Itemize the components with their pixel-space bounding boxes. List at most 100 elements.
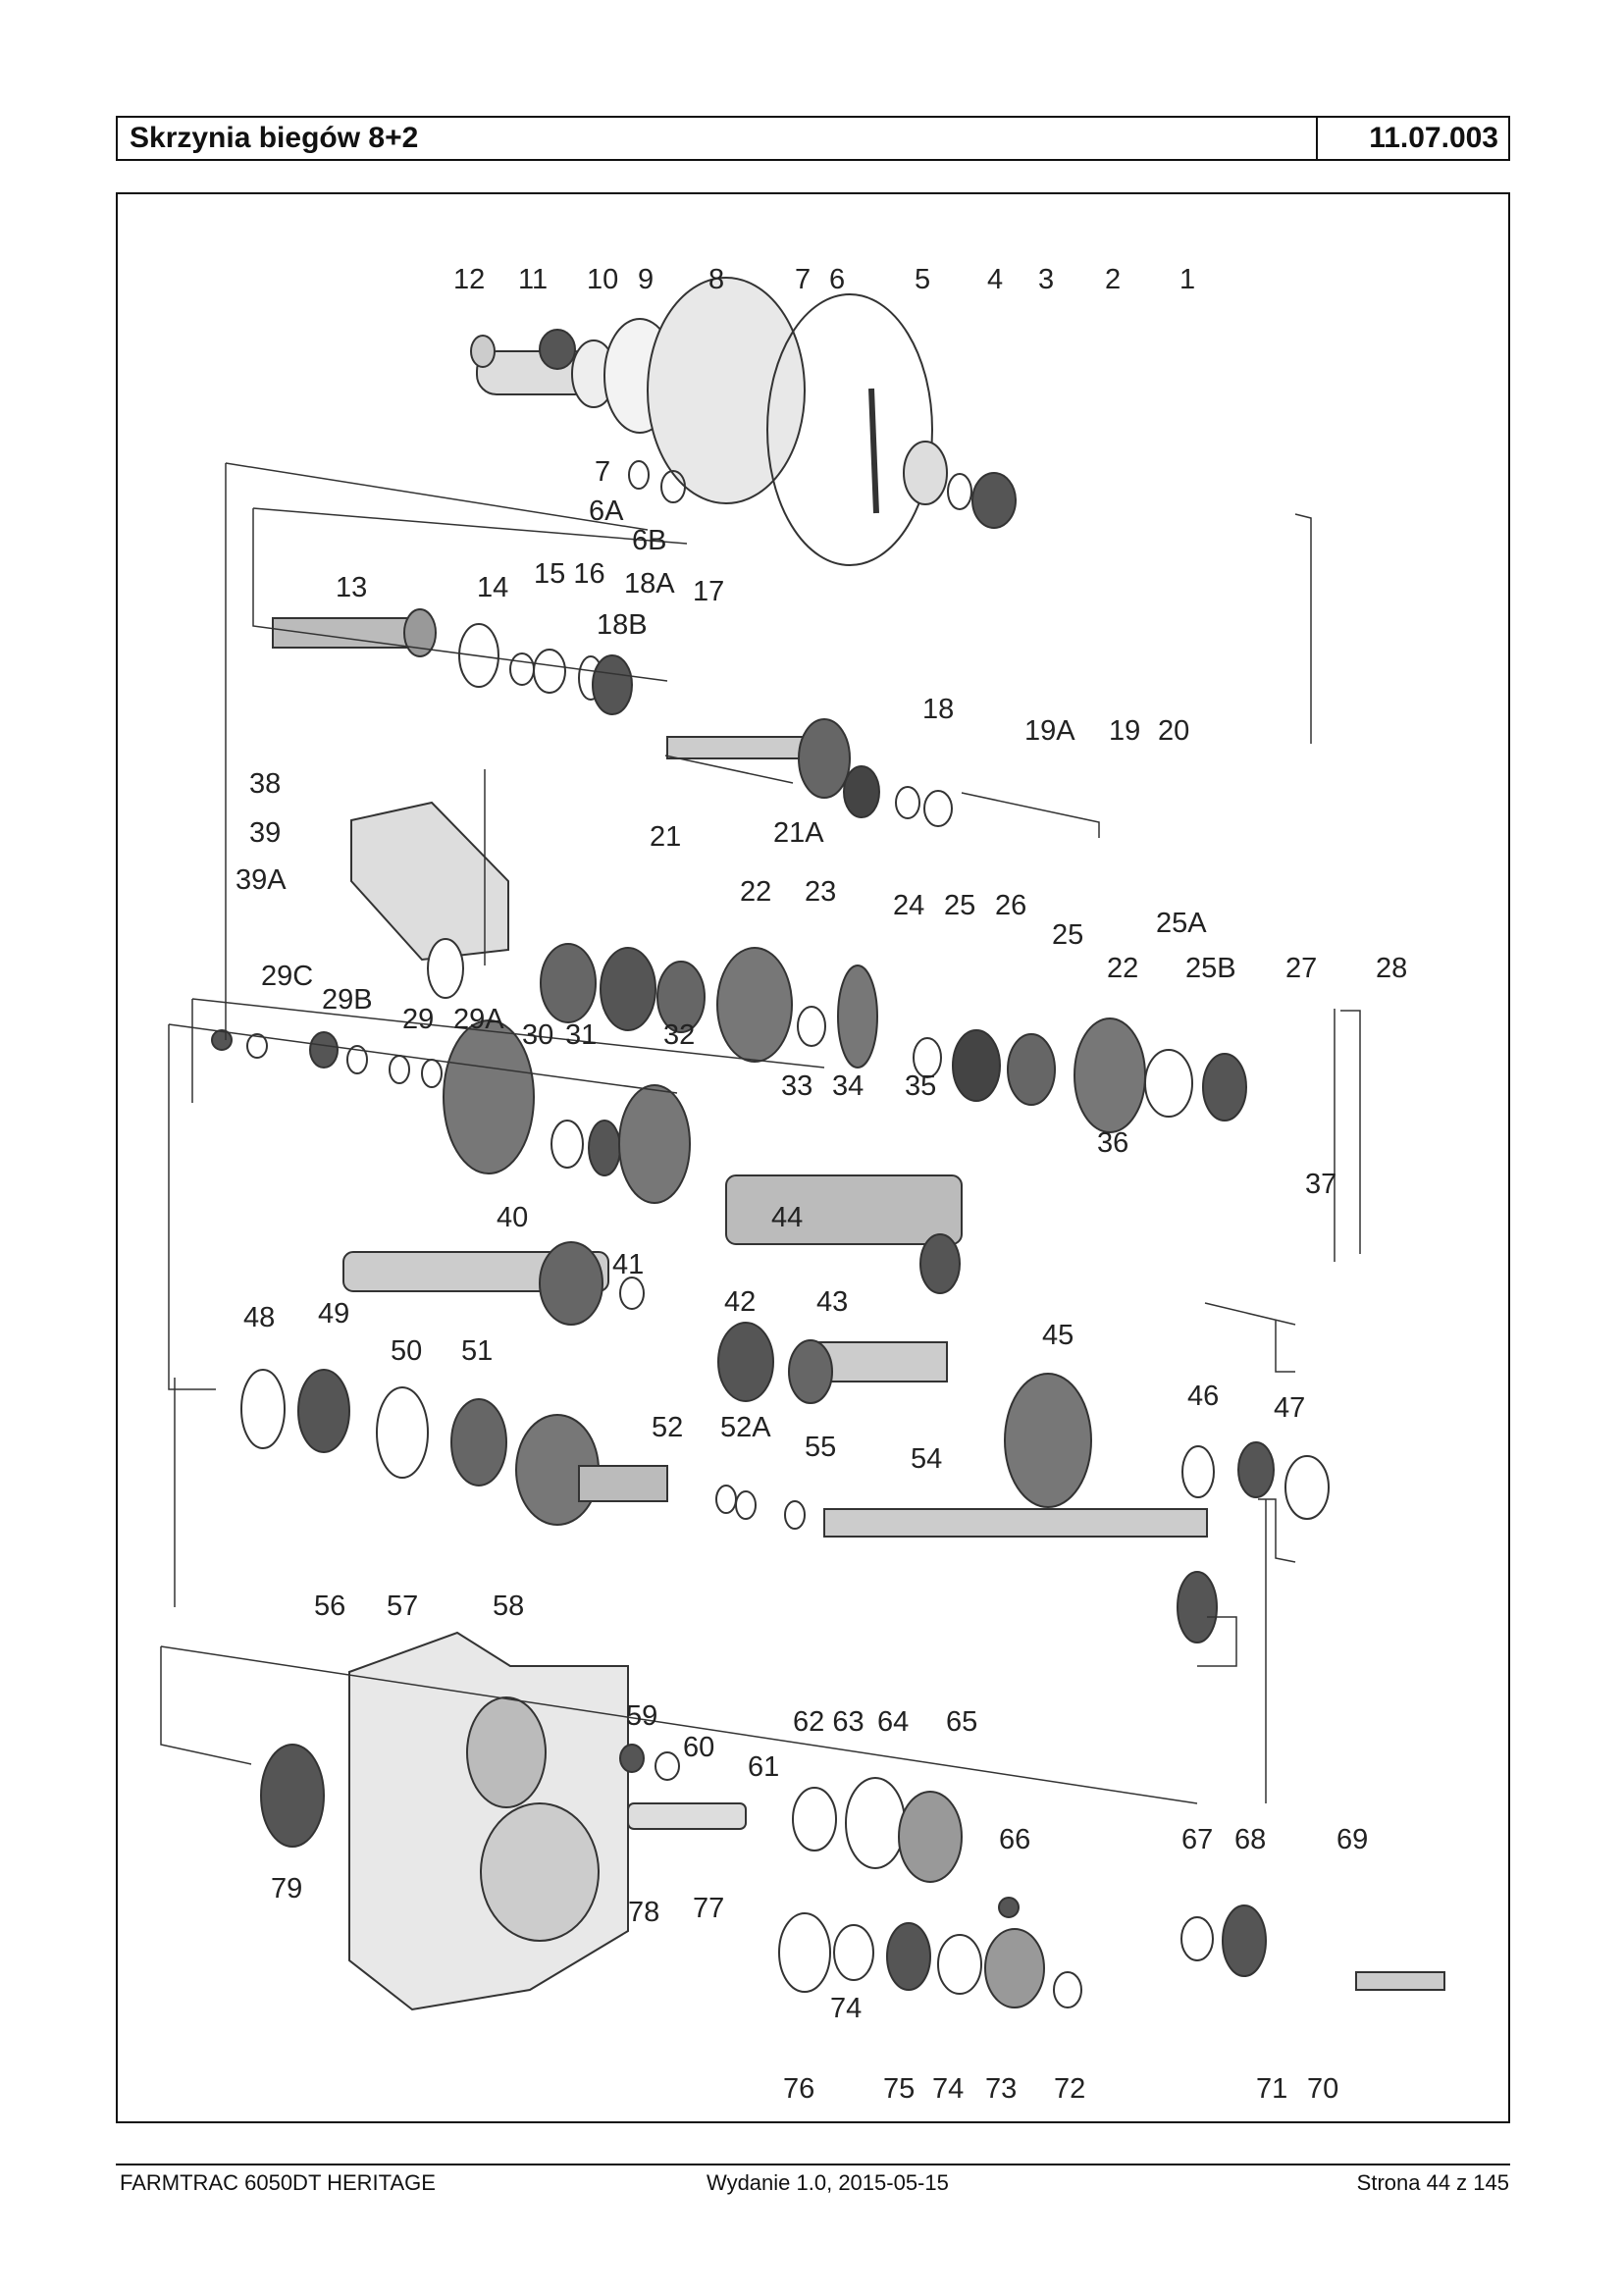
callout-74: 74: [932, 2073, 964, 2105]
section-code: 11.07.003: [1316, 118, 1508, 159]
callout-54: 54: [911, 1443, 942, 1475]
callout-57: 57: [387, 1591, 418, 1622]
callout-7: 7: [795, 264, 811, 295]
callout-78: 78: [628, 1897, 659, 1928]
callout-6: 6: [829, 264, 845, 295]
callout-4: 4: [987, 264, 1003, 295]
callout-44: 44: [771, 1202, 803, 1233]
callout-37: 37: [1305, 1169, 1336, 1200]
callout-1: 1: [1179, 264, 1195, 295]
callout-28: 28: [1376, 953, 1407, 984]
callout-18A: 18A: [624, 568, 675, 600]
callout-33: 33: [781, 1070, 812, 1102]
callout-29A: 29A: [453, 1004, 504, 1035]
callout-31: 31: [565, 1019, 597, 1051]
callout-14: 14: [477, 572, 508, 603]
callout-29B: 29B: [322, 984, 373, 1016]
callout-39A: 39A: [236, 864, 287, 896]
callout-13: 13: [336, 572, 367, 603]
callout-69: 69: [1336, 1824, 1368, 1855]
callout-21: 21: [650, 821, 681, 853]
callout-62-63: 62 63: [793, 1706, 864, 1738]
callout-38: 38: [249, 768, 281, 800]
callout-26: 26: [995, 890, 1026, 921]
callout-17: 17: [693, 576, 724, 607]
callout-40: 40: [497, 1202, 528, 1233]
callout-61: 61: [748, 1751, 779, 1783]
footer-page: Strona 44 z 145: [1356, 2170, 1509, 2195]
callout-25b: 25: [1052, 919, 1083, 951]
callout-22b: 22: [1107, 953, 1138, 984]
callout-6B: 6B: [632, 525, 666, 556]
callout-41: 41: [612, 1249, 644, 1280]
callout-34: 34: [832, 1070, 864, 1102]
callout-9: 9: [638, 264, 654, 295]
callout-36: 36: [1097, 1127, 1128, 1159]
callout-59: 59: [626, 1700, 657, 1732]
callout-18: 18: [922, 694, 954, 725]
callout-25: 25: [944, 890, 975, 921]
callout-55: 55: [805, 1432, 836, 1463]
callout-79: 79: [271, 1873, 302, 1904]
callout-23: 23: [805, 876, 836, 908]
callout-19: 19: [1109, 715, 1140, 747]
callout-20: 20: [1158, 715, 1189, 747]
callout-24: 24: [893, 890, 924, 921]
callout-5: 5: [915, 264, 930, 295]
callout-25A: 25A: [1156, 908, 1207, 939]
callout-66: 66: [999, 1824, 1030, 1855]
callout-60: 60: [683, 1732, 714, 1763]
diagram-drawing: 12 11 10 9 8 7 6 5 4 3 2 1 7 6A 6B 13 14…: [160, 264, 1445, 2105]
callout-47: 47: [1274, 1392, 1305, 1424]
callout-30: 30: [522, 1019, 553, 1051]
callout-8: 8: [708, 264, 724, 295]
callout-74b: 74: [830, 1993, 862, 2024]
callout-73: 73: [985, 2073, 1017, 2105]
callout-22: 22: [740, 876, 771, 908]
callout-77: 77: [693, 1893, 724, 1924]
callout-7b: 7: [595, 456, 610, 488]
callout-35: 35: [905, 1070, 936, 1102]
callout-32: 32: [663, 1019, 695, 1051]
footer-model: FARMTRAC 6050DT HERITAGE: [120, 2170, 436, 2195]
callout-68: 68: [1234, 1824, 1266, 1855]
callout-11: 11: [518, 264, 548, 295]
callout-51: 51: [461, 1335, 493, 1367]
callout-3: 3: [1038, 264, 1054, 295]
callout-67: 67: [1181, 1824, 1213, 1855]
callout-19A: 19A: [1024, 715, 1075, 747]
footer-divider: [116, 2164, 1510, 2165]
callout-29: 29: [402, 1004, 434, 1035]
callout-58: 58: [493, 1591, 524, 1622]
callout-65: 65: [946, 1706, 977, 1738]
exploded-diagram: 12 11 10 9 8 7 6 5 4 3 2 1 7 6A 6B 13 14…: [116, 192, 1510, 2123]
callout-27: 27: [1285, 953, 1317, 984]
callout-71: 71: [1256, 2073, 1287, 2105]
footer-edition: Wydanie 1.0, 2015-05-15: [707, 2170, 949, 2195]
callout-64: 64: [877, 1706, 909, 1738]
callout-15-16: 15 16: [534, 558, 605, 590]
callout-29C: 29C: [261, 961, 313, 992]
callout-48: 48: [243, 1302, 275, 1333]
callout-75: 75: [883, 2073, 915, 2105]
callout-2: 2: [1105, 264, 1121, 295]
callout-70: 70: [1307, 2073, 1338, 2105]
callout-52A: 52A: [720, 1412, 771, 1443]
callout-43: 43: [816, 1286, 848, 1318]
callout-6A: 6A: [589, 496, 624, 527]
callout-18B: 18B: [597, 609, 648, 641]
callout-56: 56: [314, 1591, 345, 1622]
callout-21A: 21A: [773, 817, 824, 849]
callout-46: 46: [1187, 1381, 1219, 1412]
callout-50: 50: [391, 1335, 422, 1367]
callout-49: 49: [318, 1298, 349, 1330]
callout-45: 45: [1042, 1320, 1074, 1351]
callout-42: 42: [724, 1286, 756, 1318]
callout-10: 10: [587, 264, 618, 295]
callout-25B: 25B: [1185, 953, 1236, 984]
callout-76: 76: [783, 2073, 814, 2105]
callout-72: 72: [1054, 2073, 1085, 2105]
document-header: Skrzynia biegów 8+2 11.07.003: [116, 116, 1510, 161]
callout-12: 12: [453, 264, 485, 295]
callout-39: 39: [249, 817, 281, 849]
